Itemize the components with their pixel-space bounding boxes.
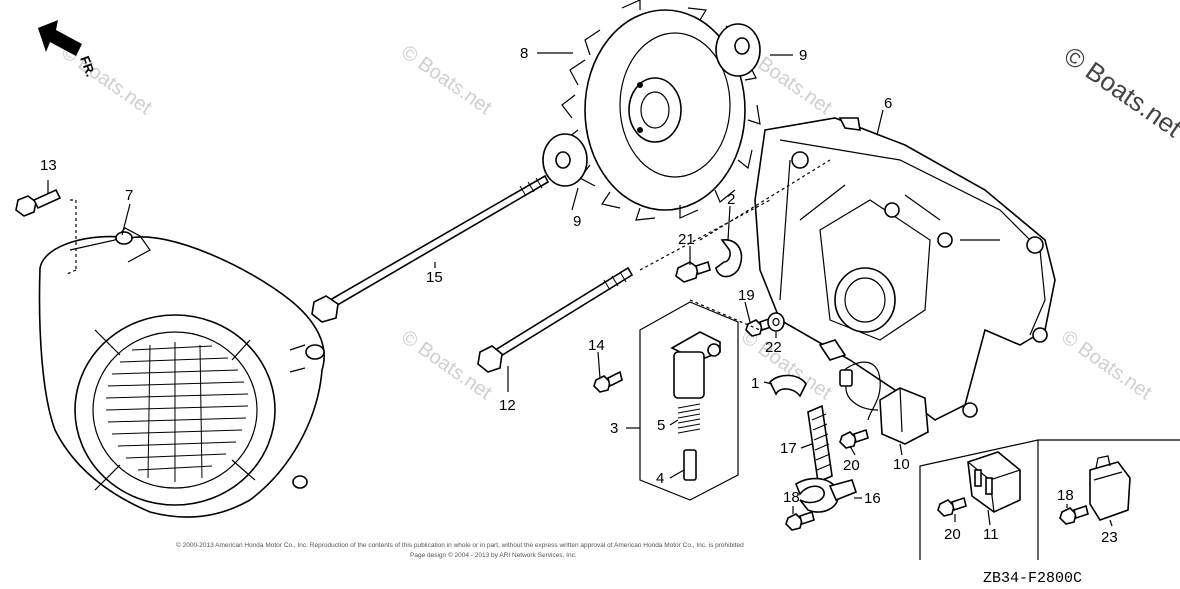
callout-10: 10 [893, 456, 910, 473]
fan-cover-part-7 [38, 227, 325, 518]
watermark: © Boats.net [397, 41, 496, 119]
switch-part-11 [967, 451, 1021, 513]
watermark-main: © Boats.net [1059, 40, 1180, 143]
callout-21: 21 [678, 231, 695, 248]
callout-22: 22 [765, 339, 782, 356]
callout-6: 6 [884, 95, 892, 112]
callout-20-b: 20 [944, 526, 961, 543]
callout-3: 3 [610, 420, 618, 437]
callout-1: 1 [751, 375, 759, 392]
switch-assembly-part-3 [639, 301, 739, 501]
callout-9-lower: 9 [573, 213, 581, 230]
callout-15: 15 [426, 269, 443, 286]
callout-18-b: 18 [1057, 487, 1074, 504]
tube-part-17 [807, 404, 833, 484]
bolt-part-18-b [1059, 504, 1089, 525]
clamp-part-2 [715, 239, 743, 278]
leader-lines [47, 52, 1113, 527]
callout-5: 5 [657, 417, 665, 434]
cooling-fan-part-8 [561, 0, 761, 221]
front-direction-arrow: FR. [38, 20, 98, 79]
callout-16: 16 [864, 490, 881, 507]
screw-part-14 [593, 370, 623, 393]
shroud-part-6 [754, 117, 1056, 421]
callout-8: 8 [520, 45, 528, 62]
bolt-part-18-a [785, 510, 815, 531]
callout-11: 11 [983, 526, 999, 543]
inset-box [919, 439, 1180, 560]
arrow-icon [38, 20, 82, 56]
callout-14: 14 [588, 337, 605, 354]
bracket-part-23 [1089, 455, 1131, 521]
washer-part-9-upper [715, 23, 761, 77]
diagram-code: ZB34-F2800C [983, 570, 1082, 587]
callout-23: 23 [1101, 529, 1118, 546]
callout-17: 17 [780, 440, 797, 457]
bolt-part-21 [675, 260, 711, 283]
washer-part-9-lower [542, 133, 588, 187]
bolt-part-20-b [937, 496, 967, 517]
clip-part-1 [769, 374, 807, 398]
stud-bolt-part-12 [477, 266, 634, 373]
callout-13: 13 [40, 157, 57, 174]
callout-12: 12 [499, 397, 516, 414]
callout-18-a: 18 [783, 489, 800, 506]
callout-9-upper: 9 [799, 47, 807, 64]
callout-19: 19 [738, 287, 755, 304]
callout-4: 4 [656, 470, 664, 487]
callout-labels: 13 7 8 9 9 6 2 21 15 19 22 14 12 1 3 5 4… [40, 45, 1118, 546]
direction-label: FR. [77, 54, 98, 79]
copyright-line-1: © 2000-2013 American Honda Motor Co., In… [176, 541, 744, 549]
callout-20-a: 20 [843, 457, 860, 474]
washer-part-22 [767, 312, 785, 332]
watermark: © Boats.net [1057, 326, 1156, 404]
copyright-line-2: Page design © 2004 - 2013 by ARI Network… [410, 551, 577, 559]
clamp-part-16 [795, 477, 857, 513]
callout-7: 7 [125, 187, 133, 204]
stud-bolt-part-15 [311, 174, 550, 323]
switch-part-10 [839, 361, 929, 445]
bolt-part-20-a [839, 428, 869, 449]
callout-2: 2 [727, 191, 735, 208]
bolt-part-13 [15, 188, 62, 217]
